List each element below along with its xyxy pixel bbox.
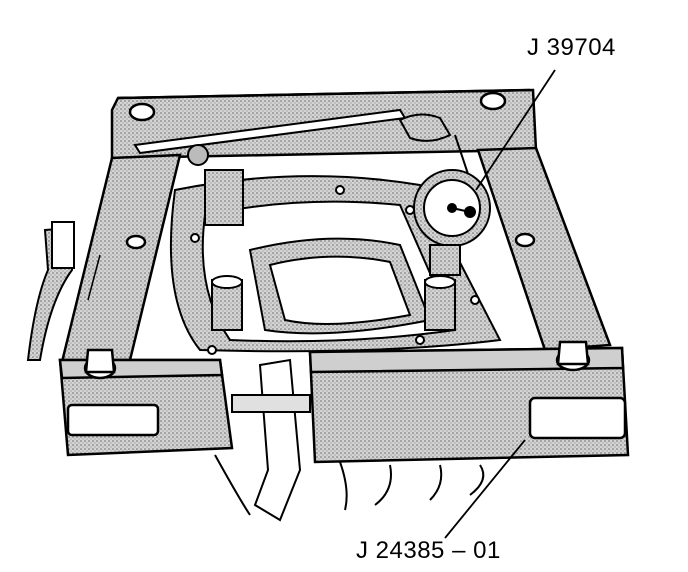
left-arm-bracket	[26, 221, 75, 361]
gauge-leader-line	[475, 69, 556, 191]
left-side-beam	[60, 153, 182, 364]
front-left-clamp	[58, 348, 234, 457]
leader-lines	[444, 69, 556, 539]
gauge-callout-label: J 39704	[527, 34, 616, 61]
center-handle	[231, 358, 311, 522]
fixture-callout-label: J 24385 – 01	[356, 537, 501, 564]
fixture-leader-line	[444, 439, 526, 539]
right-side-beam	[476, 146, 612, 352]
probe-arm	[133, 108, 452, 166]
housing-body	[214, 454, 485, 516]
dial-indicator-gauge	[413, 134, 491, 276]
front-right-clamp	[308, 340, 630, 464]
